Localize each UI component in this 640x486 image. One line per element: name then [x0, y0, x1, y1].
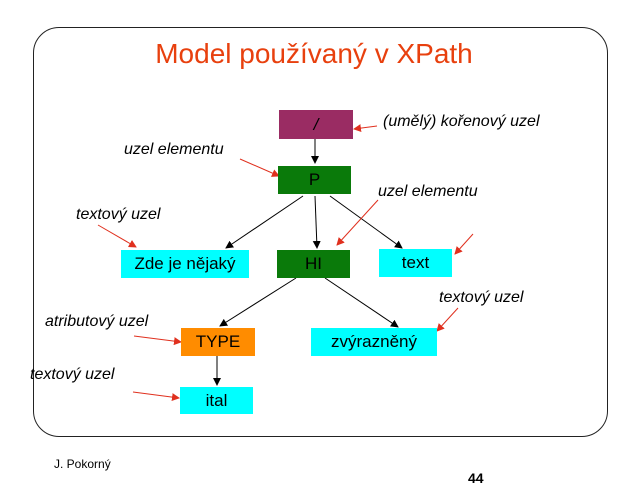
arrow-text-bottom [132, 391, 180, 402]
label-attribute: atributový uzel [45, 313, 149, 330]
label-element-left: uzel elementu [124, 141, 224, 158]
label-root: (umělý) kořenový uzel [383, 113, 540, 130]
edge-hi-type [219, 277, 297, 327]
arrow-text-right-top [454, 233, 474, 255]
node-p: P [278, 166, 351, 194]
node-text-zde: Zde je nějaký [121, 250, 249, 278]
page-number: 44 [468, 470, 484, 486]
arrow-attribute [133, 335, 182, 346]
slide-title: Model používaný v XPath [155, 38, 473, 69]
edge-p-text [329, 195, 403, 249]
node-ital: ital [180, 387, 253, 414]
footer-author: J. Pokorný [54, 457, 111, 471]
edge-hi-zvyr [324, 277, 399, 328]
label-text-bottom: textový uzel [30, 366, 115, 383]
slide-frame [33, 27, 608, 437]
node-root: / [279, 110, 353, 139]
arrow-root-label [353, 124, 378, 133]
edge-p-zde [225, 195, 304, 249]
node-text-text: text [379, 249, 452, 277]
arrow-element-left [239, 158, 280, 177]
node-text-zvyrazneny: zvýrazněný [311, 328, 437, 356]
label-text-right: textový uzel [439, 289, 524, 306]
node-hi: HI [277, 250, 350, 278]
edge-p-hi [312, 195, 321, 249]
arrow-element-right [336, 199, 379, 246]
arrow-text-left [97, 224, 137, 248]
arrow-text-right [436, 307, 459, 332]
label-text-left: textový uzel [76, 206, 161, 223]
node-type: TYPE [181, 328, 255, 356]
label-element-right: uzel elementu [378, 183, 478, 200]
